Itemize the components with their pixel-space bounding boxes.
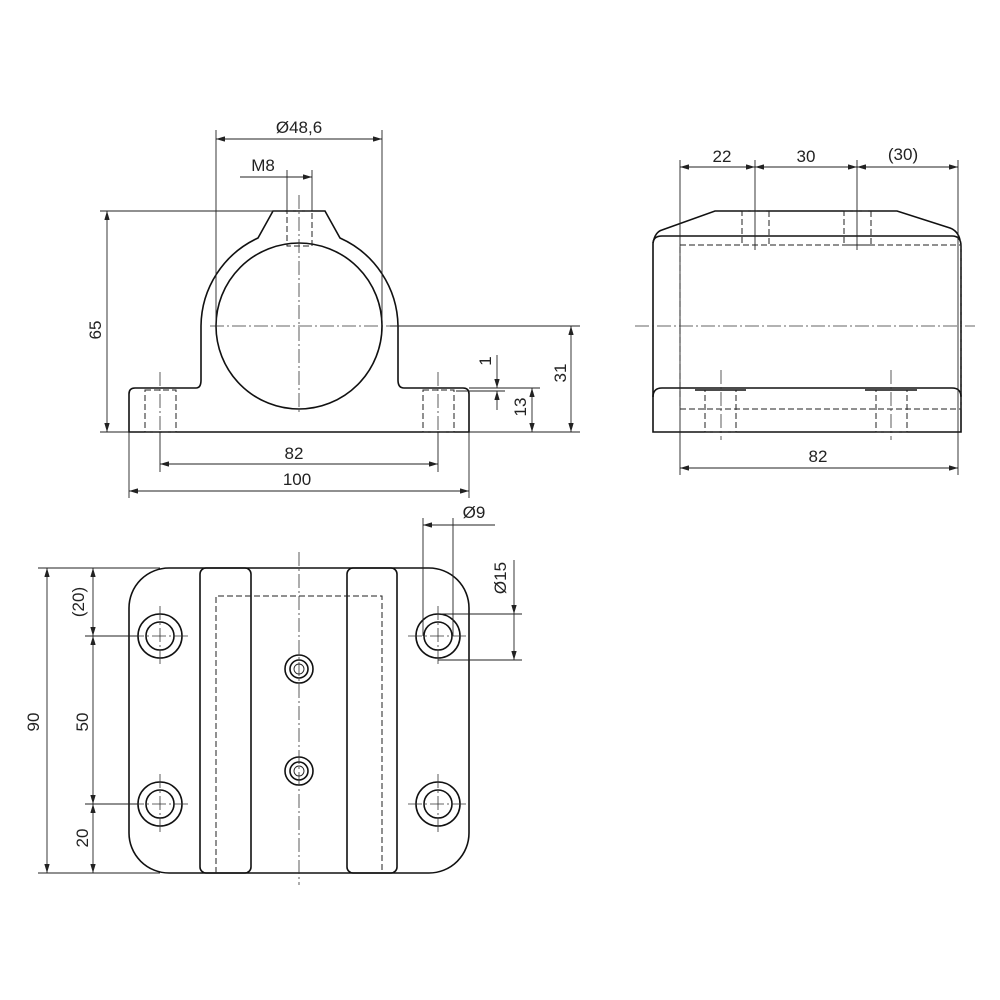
bore-hidden (679, 244, 962, 410)
rail-left (199, 567, 252, 874)
dim-top-offset: (20) (69, 587, 88, 617)
mount-hole-left-hidden (144, 389, 177, 433)
set-screw-hidden (843, 210, 872, 246)
front-outline (128, 210, 470, 433)
rail-right (346, 567, 398, 874)
dim-counterbore-depth: 1 (476, 356, 495, 365)
set-screw-hidden (741, 210, 770, 246)
dim-screw-spacing: 30 (797, 147, 816, 166)
dim-counterbore-diameter: Ø15 (491, 562, 510, 594)
dim-width: 100 (283, 470, 311, 489)
dim-base-height: 13 (511, 398, 530, 417)
mount-hole-right-hidden (422, 389, 455, 433)
front-view: Ø48,6 M8 65 31 13 1 82 100 (86, 118, 580, 498)
dim-hole-spacing: 50 (73, 713, 92, 732)
dim-total-depth: 90 (24, 713, 43, 732)
dim-hole-spacing: 82 (285, 444, 304, 463)
side-cap (652, 210, 961, 244)
dim-height: 65 (86, 321, 105, 340)
dim-hole-diameter: Ø9 (463, 503, 486, 522)
side-view: 22 30 (30) 82 (635, 145, 975, 475)
dim-bore-diameter: Ø48,6 (276, 118, 322, 137)
dim-first-screw: 22 (713, 147, 732, 166)
dim-bottom-offset: 20 (73, 829, 92, 848)
bottom-view: Ø9 Ø15 90 (20) 50 20 (24, 503, 522, 885)
dim-length: 82 (809, 447, 828, 466)
side-body (652, 235, 962, 433)
dim-center-height: 31 (551, 364, 570, 383)
set-screw-hidden (286, 210, 313, 247)
dim-remaining: (30) (888, 145, 918, 164)
dim-thread: M8 (251, 156, 275, 175)
